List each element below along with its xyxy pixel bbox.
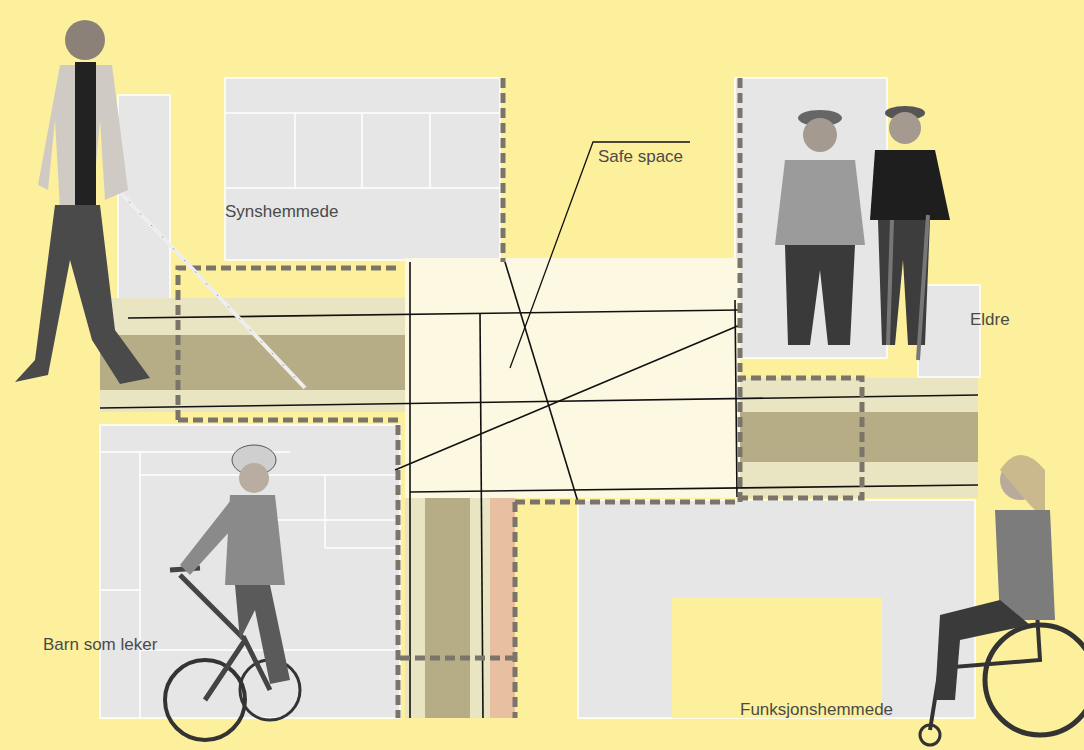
zone-borders bbox=[178, 78, 862, 718]
plan-label: Barn som leker bbox=[43, 635, 157, 655]
person-wheelchair bbox=[920, 455, 1084, 745]
building-blocks bbox=[100, 78, 980, 718]
plan-label: Funksjonshemmede bbox=[740, 700, 893, 720]
person-child bbox=[165, 445, 300, 740]
plan-label: Safe space bbox=[598, 147, 683, 167]
plan-label: Eldre bbox=[970, 310, 1010, 330]
plan-label: Synshemmede bbox=[225, 202, 338, 222]
safe-space-square bbox=[405, 258, 740, 498]
person-elderly bbox=[775, 106, 950, 360]
leader-line bbox=[510, 142, 690, 368]
